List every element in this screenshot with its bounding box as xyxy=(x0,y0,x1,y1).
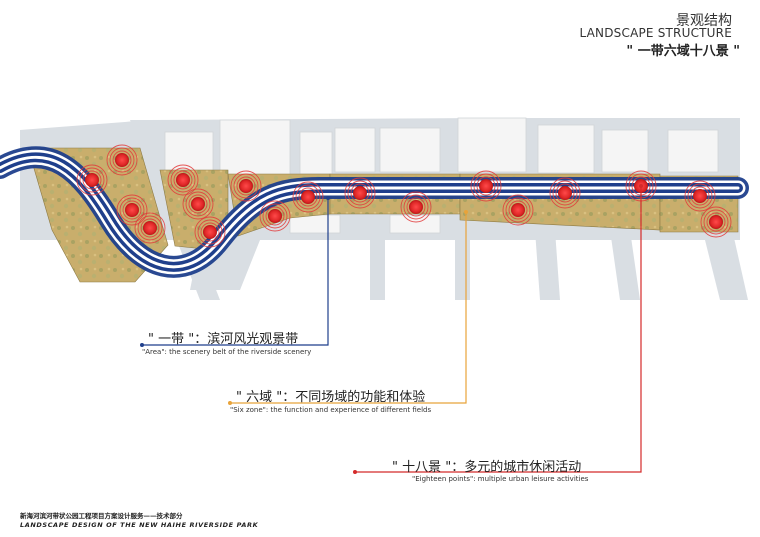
scenic-point xyxy=(700,206,732,238)
leader-lines xyxy=(140,184,643,474)
scenic-point xyxy=(134,212,166,244)
scenic-point xyxy=(549,177,581,209)
riverside-belt xyxy=(0,146,749,278)
legend-points-desc: "Eighteen points": multiple urban leisur… xyxy=(412,475,589,483)
title-english: LANDSCAPE STRUCTURE xyxy=(579,26,732,40)
scenic-point xyxy=(116,194,148,226)
scenic-point xyxy=(344,177,376,209)
scenic-point xyxy=(400,191,432,223)
legend-zones-title: " 六域 "：不同场域的功能和体验 xyxy=(236,390,426,405)
scenic-point xyxy=(76,164,108,196)
title-chinese: 景观结构 xyxy=(676,13,732,29)
legend-zones-desc: "Six zone": the function and experience … xyxy=(230,406,432,414)
legend-points-title: " 十八景 "：多元的城市休闲活动 xyxy=(392,460,582,475)
leader-line-belt xyxy=(142,198,329,346)
legend-belt-title: " 一带 "：滨河风光观景带 xyxy=(148,332,299,347)
scenic-point xyxy=(470,170,502,202)
scenic-point xyxy=(106,144,138,176)
subtitle: " 一带六域十八景 " xyxy=(626,44,740,59)
scenic-point xyxy=(230,170,262,202)
footer-project-cn: 新海河滨河带状公园工程项目方案设计服务——技术部分 xyxy=(20,512,183,520)
footer-project-en: LANDSCAPE DESIGN OF THE NEW HAIHE RIVERS… xyxy=(20,521,259,529)
scenic-point xyxy=(684,180,716,212)
buildings xyxy=(164,117,719,234)
scenic-point xyxy=(502,194,534,226)
scenic-point xyxy=(292,181,324,213)
scenic-point xyxy=(259,200,291,232)
leader-line-points xyxy=(355,186,642,473)
scenic-point xyxy=(167,164,199,196)
scenic-point xyxy=(194,216,226,248)
scenic-point xyxy=(182,188,214,220)
legend-belt-desc: "Area": the scenery belt of the riversid… xyxy=(142,348,312,356)
leader-line-zones xyxy=(230,212,467,404)
